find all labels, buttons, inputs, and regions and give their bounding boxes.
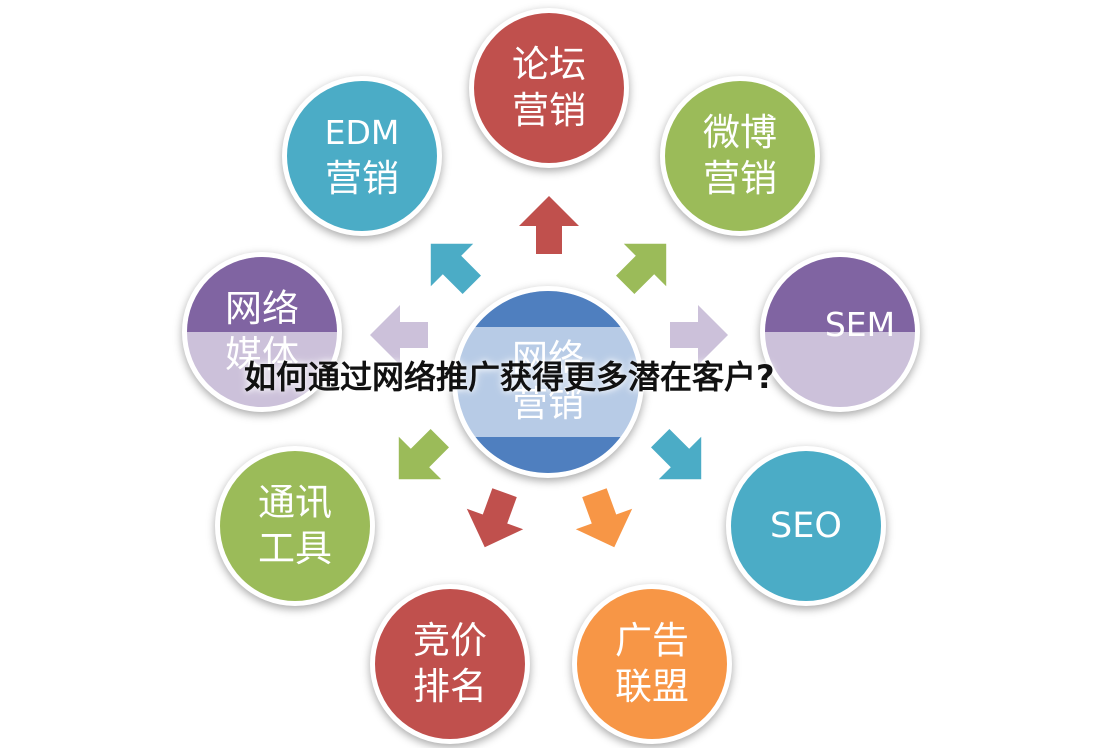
node-web-media-line-2: 媒体 xyxy=(225,333,299,376)
node-ad-alliance-line-1: 广告 xyxy=(615,619,689,662)
node-forum-line-2: 营销 xyxy=(512,89,586,132)
node-im-tools: 通讯 工具 xyxy=(215,446,375,606)
arrow-to-edm xyxy=(430,243,481,294)
node-ppc-ranking: 竞价 排名 xyxy=(370,584,530,744)
arrow-to-sem xyxy=(670,305,728,365)
center-line-2: 营销 xyxy=(511,384,584,425)
node-weibo-line-2: 营销 xyxy=(703,157,777,200)
node-sem-label: SEM xyxy=(824,305,896,344)
web-media-top-half xyxy=(187,257,337,332)
arrow-to-weibo xyxy=(616,243,667,294)
node-ppc-ranking-line-2: 排名 xyxy=(413,665,487,708)
node-sem: SEM xyxy=(760,252,920,412)
node-seo: SEO xyxy=(726,446,886,606)
node-ad-alliance: 广告 联盟 xyxy=(572,584,732,744)
arrow-to-forum xyxy=(519,196,579,254)
node-weibo-line-1: 微博 xyxy=(703,111,777,154)
arrow-to-seo xyxy=(651,429,702,480)
node-forum-marketing: 论坛 营销 xyxy=(469,8,629,168)
node-weibo-marketing: 微博 营销 xyxy=(660,76,820,236)
center-node-network-marketing: 网络 营销 xyxy=(452,286,644,478)
arrow-to-ppc-ranking xyxy=(466,488,524,548)
arrow-to-ad-alliance xyxy=(575,488,633,548)
arrow-to-im-tools xyxy=(398,429,449,480)
center-bottom-band xyxy=(457,436,639,473)
node-seo-label: SEO xyxy=(770,506,842,546)
node-forum-line-1: 论坛 xyxy=(512,43,586,86)
center-line-1: 网络 xyxy=(511,338,584,379)
headline-question: 如何通过网络推广获得更多潜在客户? xyxy=(244,358,775,396)
node-im-tools-line-1: 通讯 xyxy=(258,481,332,524)
arrow-to-web-media xyxy=(370,305,428,365)
sem-top-half xyxy=(765,257,915,332)
node-edm-line-2: 营销 xyxy=(325,157,399,200)
center-top-band xyxy=(457,291,639,328)
node-web-media-line-1: 网络 xyxy=(225,287,299,330)
node-ppc-ranking-line-1: 竞价 xyxy=(413,619,487,662)
node-im-tools-line-2: 工具 xyxy=(258,527,332,570)
node-web-media: 网络 媒体 xyxy=(182,252,342,412)
node-edm-marketing: EDM 营销 xyxy=(282,76,442,236)
node-ad-alliance-line-2: 联盟 xyxy=(615,665,689,708)
node-edm-line-1: EDM xyxy=(324,113,400,152)
